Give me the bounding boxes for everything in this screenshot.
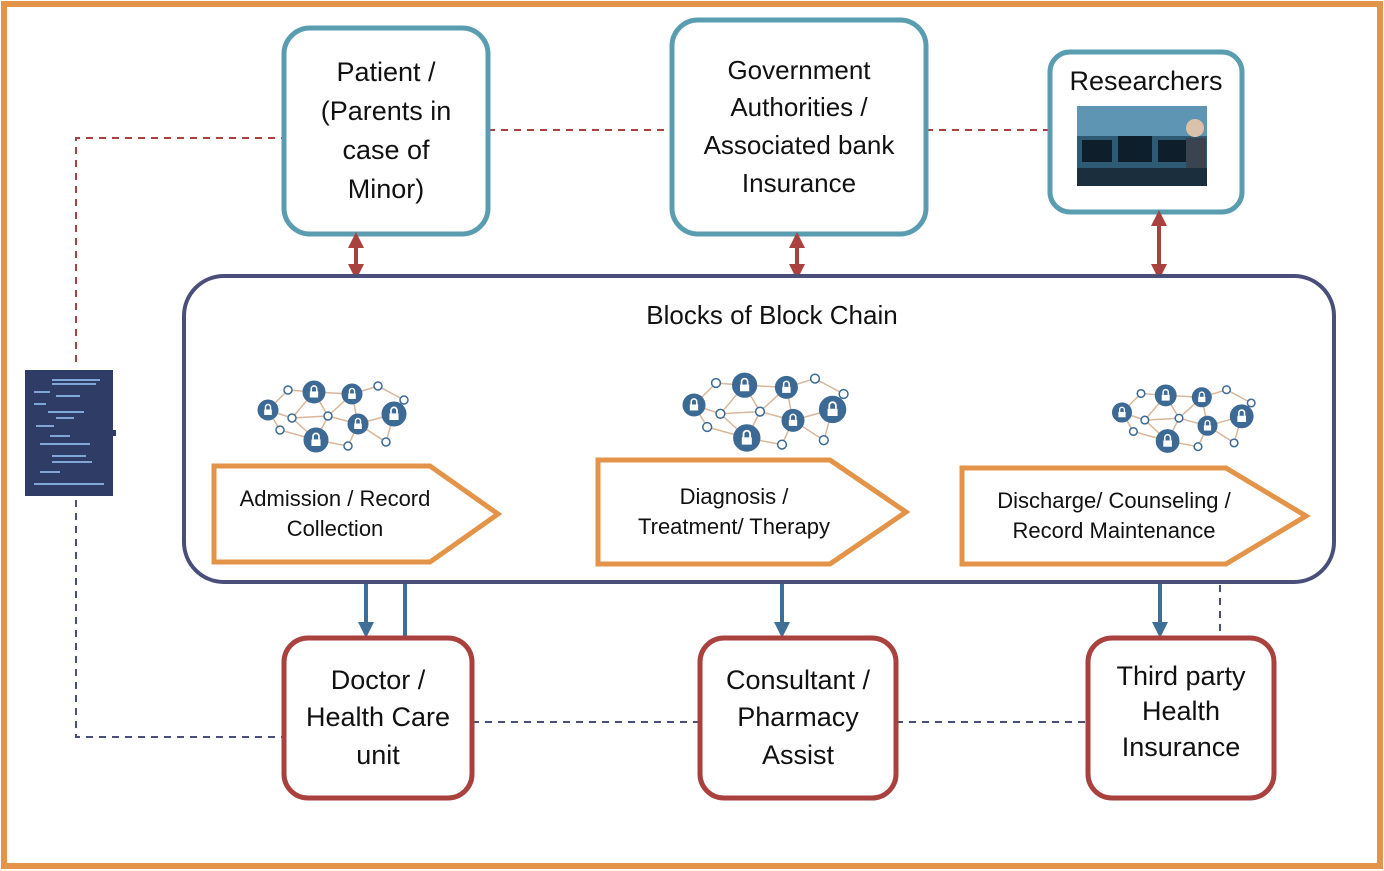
lock-shackle (789, 413, 797, 420)
network-node (809, 373, 821, 384)
lock-icon (309, 391, 319, 398)
lock-icon (354, 423, 362, 429)
doctor-box (281, 635, 475, 801)
patient-label: Patient / (Parents in case of Minor) (320, 56, 452, 205)
lock-shackle (740, 377, 749, 385)
lock-icon (1161, 394, 1170, 401)
lock-icon (741, 437, 752, 445)
lock-icon (1163, 440, 1172, 447)
lock-shackle (312, 432, 320, 440)
network-link (1226, 389, 1252, 404)
lock-icon (264, 409, 272, 415)
network-node (275, 425, 285, 435)
network-node (754, 406, 766, 417)
network-link (377, 385, 405, 401)
network-node (818, 435, 829, 446)
lock-shackle (828, 401, 837, 409)
consultant-box (697, 635, 899, 801)
network-node (1128, 426, 1138, 437)
network-node (1246, 398, 1256, 408)
network-cluster (257, 380, 409, 453)
network-node (399, 395, 409, 405)
network-cluster (1112, 384, 1256, 453)
network-node (381, 437, 391, 447)
discharge-stage-shape (959, 465, 1311, 567)
lock-shackle (390, 406, 398, 414)
network-node (1174, 413, 1184, 423)
network-node (776, 439, 788, 450)
network-node (715, 408, 726, 419)
bottom-arrows (358, 584, 1168, 638)
network-node (1193, 442, 1203, 452)
bottom-dashed-links (75, 500, 1221, 738)
consultant-label: Consultant / Pharmacy Assist (725, 665, 871, 770)
lock-shackle (782, 380, 790, 387)
blockchain-title: Blocks of Block Chain (646, 300, 898, 331)
network-link (720, 410, 761, 415)
network-link (814, 377, 844, 395)
researchers-label: Researchers (1069, 66, 1223, 97)
lock-shackle (1118, 406, 1126, 413)
network-node (287, 413, 297, 423)
lock-icon (348, 393, 356, 399)
blockchain-network-icons (257, 372, 1256, 453)
lock-shackle (348, 387, 356, 394)
doctor-label: Doctor / Health Care unit (305, 665, 451, 770)
network-cluster (682, 372, 849, 452)
lock-shackle (1204, 419, 1211, 426)
network-node (373, 381, 383, 391)
diagnosis-stage-label: Diagnosis / Treatment/ Therapy (638, 484, 830, 539)
lock-icon (689, 404, 699, 411)
lock-icon (1118, 412, 1126, 418)
admission-stage-shape (211, 463, 503, 565)
network-node (1140, 415, 1150, 425)
ledger-document-icon (25, 370, 116, 496)
lock-shackle (1163, 434, 1172, 441)
network-node (710, 377, 722, 389)
lock-shackle (1198, 391, 1205, 397)
network-link (291, 415, 329, 419)
network-node (1221, 385, 1232, 395)
insurance-label: Third party Health Insurance (1116, 661, 1246, 762)
network-node (1229, 438, 1239, 448)
diagnosis-stage-shape (595, 457, 911, 567)
lock-icon (782, 386, 791, 393)
network-node (1136, 388, 1146, 399)
lock-icon (827, 408, 838, 416)
network-node (838, 388, 849, 400)
top-dashed-links (75, 129, 1050, 362)
network-node (343, 441, 353, 451)
lock-shackle (1238, 409, 1246, 416)
lock-shackle (264, 403, 272, 410)
lock-icon (788, 419, 798, 426)
lock-icon (1237, 415, 1247, 422)
lock-shackle (354, 417, 362, 424)
patient-box (281, 25, 491, 237)
lock-shackle (1162, 389, 1170, 395)
lock-shackle (742, 429, 752, 438)
lock-shackle (690, 398, 698, 405)
government-label: Government Authorities / Associated bank… (703, 54, 895, 198)
lock-shackle (310, 385, 318, 392)
lock-icon (1203, 425, 1212, 431)
top-double-arrows (348, 210, 1167, 280)
lock-icon (1198, 396, 1206, 403)
lock-icon (389, 413, 399, 420)
network-node (283, 385, 293, 395)
network-link (1144, 417, 1180, 421)
lock-icon (740, 384, 750, 392)
researchers-photo (1077, 106, 1207, 186)
insurance-box (1085, 635, 1277, 801)
network-node (323, 411, 333, 421)
admission-stage-label: Admission / Record Collection (239, 486, 431, 541)
network-node (702, 421, 713, 433)
lock-icon (311, 439, 321, 446)
discharge-stage-label: Discharge/ Counseling / Record Maintenan… (997, 488, 1231, 543)
